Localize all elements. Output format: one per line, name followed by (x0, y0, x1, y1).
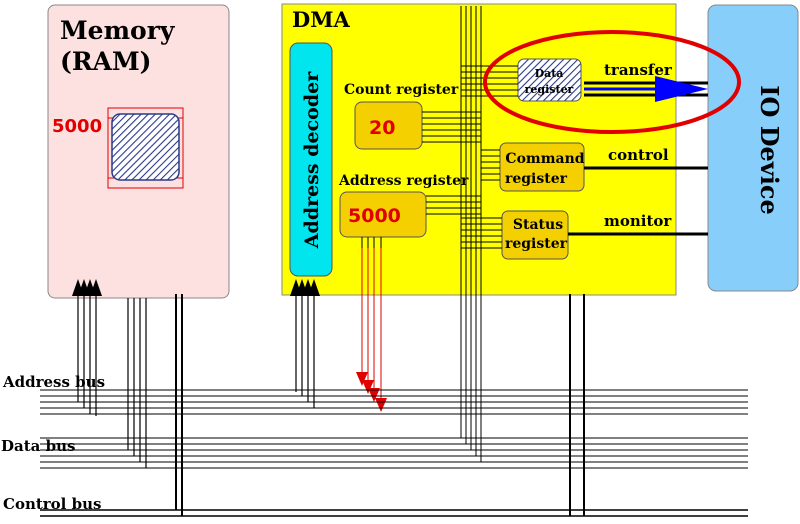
command-register-connectors (481, 149, 500, 181)
count-register-value: 20 (369, 117, 395, 139)
data-register: Data register (517, 58, 582, 102)
memory-block: Memory (RAM) 5000 (47, 4, 230, 299)
status-register-line1: Status (513, 217, 563, 233)
io-device: IO Device (707, 4, 799, 292)
dma-title: DMA (292, 7, 350, 32)
command-register-line1: Command (505, 151, 584, 167)
data-register-line2: register (525, 83, 574, 96)
command-register: Command register (499, 142, 585, 192)
control-label: control (608, 146, 669, 164)
decoder-arrows (290, 279, 320, 296)
dma-block: DMA Address decoder Count register 20 Ad… (281, 3, 677, 296)
status-register-connectors (461, 217, 502, 249)
status-register: Status register (501, 210, 569, 260)
control-bus-label: Control bus (3, 495, 101, 513)
address-decoder: Address decoder (289, 42, 333, 277)
dma-control-connectors (569, 294, 585, 516)
data-bus (40, 437, 748, 469)
memory-address-arrows (72, 279, 102, 296)
address-bus (40, 389, 748, 415)
monitor-label: monitor (604, 212, 672, 230)
address-bus-label: Address bus (2, 373, 105, 391)
decoder-bus-connectors (295, 296, 315, 408)
address-decoder-label: Address decoder (301, 71, 323, 249)
transfer-label: transfer (604, 61, 673, 79)
data-bus-label: Data bus (1, 437, 75, 455)
control-bus (40, 509, 748, 517)
status-register-line2: register (505, 236, 568, 252)
memory-bus-connectors (77, 294, 183, 516)
memory-address-label: 5000 (52, 116, 102, 137)
transfer-link (584, 76, 708, 102)
memory-title-line1: Memory (60, 16, 176, 45)
address-register-value: 5000 (348, 205, 401, 227)
command-register-line2: register (505, 171, 568, 187)
data-register-line1: Data (535, 67, 564, 80)
address-register-label: Address register (338, 173, 469, 189)
memory-cell (107, 107, 184, 189)
count-register-label: Count register (344, 82, 459, 98)
address-register-connectors (426, 195, 481, 215)
count-register-connectors (422, 111, 481, 143)
io-device-label: IO Device (755, 85, 784, 215)
count-register: 20 (354, 101, 423, 150)
address-register: 5000 (339, 191, 427, 238)
data-register-highlight (483, 30, 741, 134)
memory-title-line2: (RAM) (60, 47, 152, 76)
